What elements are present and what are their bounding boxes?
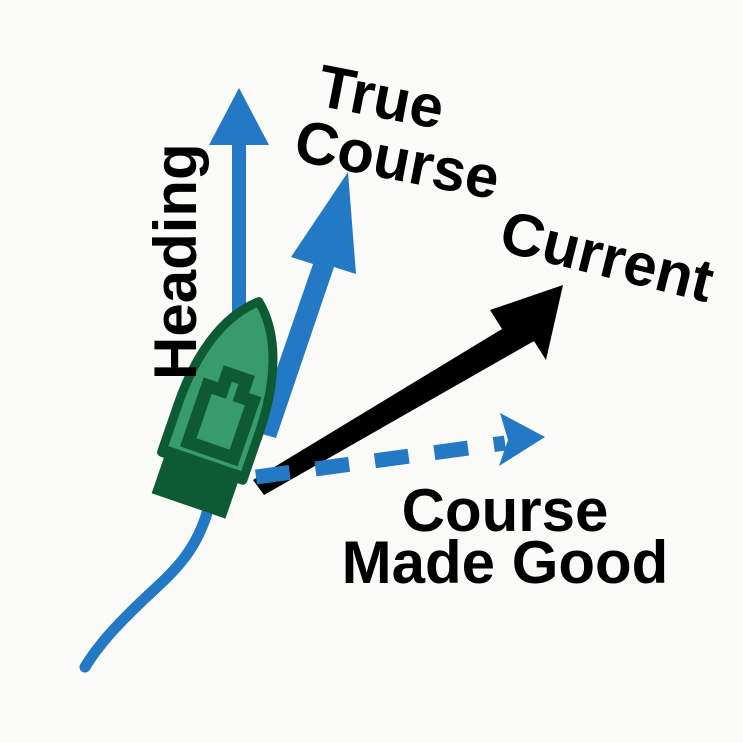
course-made-good-dashed-line <box>254 435 507 485</box>
current-arrow-icon <box>253 285 563 495</box>
heading-arrow-icon <box>209 88 269 430</box>
boat-vessel <box>151 297 278 519</box>
course-made-good-arrowhead-icon <box>499 413 545 466</box>
current-vector <box>253 285 563 495</box>
boat-stern-stripe <box>162 444 245 480</box>
label-course-made-good-line2: Made Good <box>342 529 669 596</box>
boat-cabin <box>179 365 262 467</box>
wake-trail <box>79 500 215 673</box>
label-heading: Heading <box>142 143 209 380</box>
label-course-made-good-line1: Course <box>402 477 609 544</box>
wake-curve-icon <box>79 500 215 673</box>
true-course-vector <box>255 172 356 438</box>
heading-vector <box>209 88 269 430</box>
true-course-arrow-icon <box>255 172 356 438</box>
course-made-good-vector <box>254 413 545 485</box>
